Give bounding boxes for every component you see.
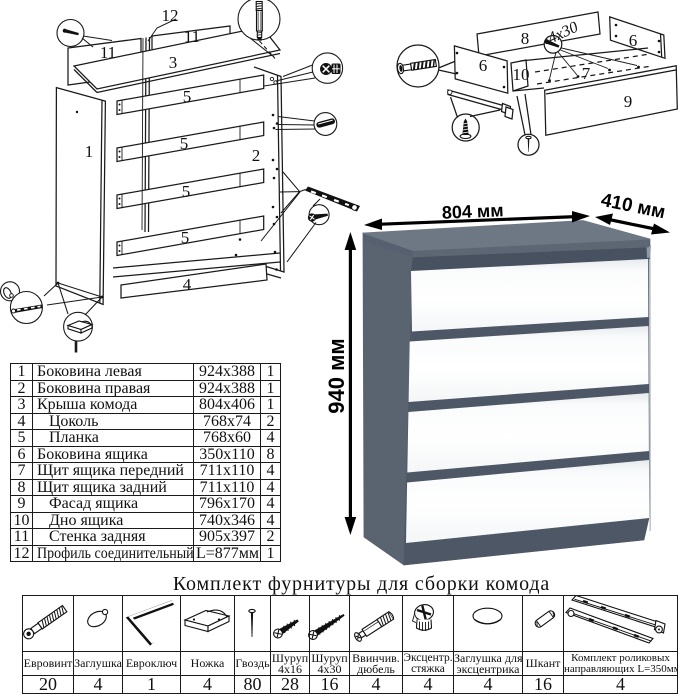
svg-text:4: 4: [183, 275, 192, 294]
svg-text:5: 5: [180, 134, 189, 153]
svg-text:10: 10: [513, 65, 530, 84]
svg-text:2: 2: [252, 146, 261, 165]
svg-text:940 мм: 940 мм: [324, 338, 349, 413]
svg-text:3: 3: [169, 53, 178, 72]
svg-text:8: 8: [521, 29, 530, 48]
svg-text:11: 11: [100, 43, 116, 62]
svg-text:6: 6: [479, 56, 488, 75]
svg-text:5: 5: [183, 87, 192, 106]
svg-text:5: 5: [182, 182, 191, 201]
svg-text:5: 5: [181, 228, 190, 247]
svg-text:11: 11: [184, 27, 200, 46]
svg-text:6: 6: [629, 31, 638, 50]
svg-text:1: 1: [85, 142, 94, 161]
svg-text:9: 9: [624, 92, 633, 111]
svg-text:12: 12: [162, 6, 179, 25]
svg-text:804 мм: 804 мм: [442, 200, 504, 222]
svg-text:7: 7: [582, 64, 591, 83]
